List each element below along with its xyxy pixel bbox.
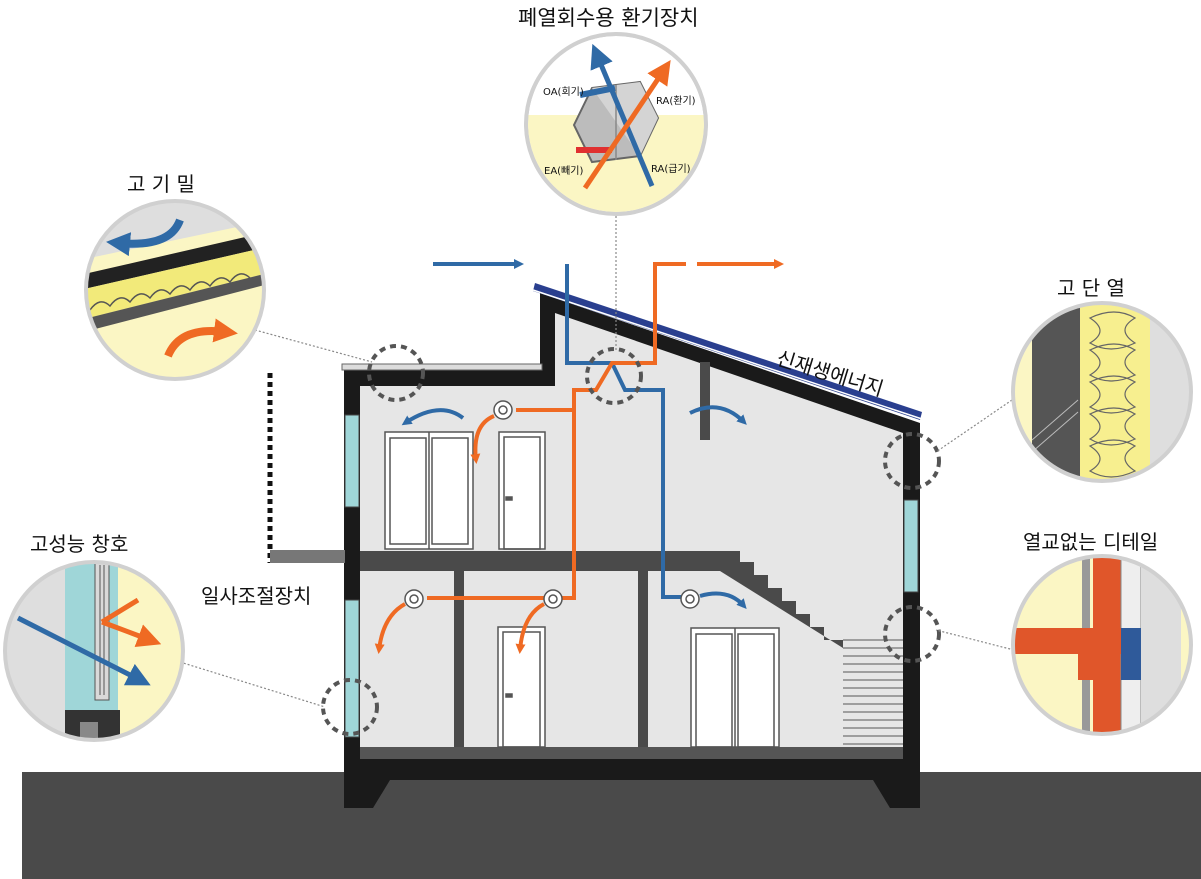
hrv-title: 폐열회수용 환기장치 (518, 6, 699, 30)
flat-roof-edge (341, 363, 543, 371)
hrv-label-ra-return: RA(환기) (656, 96, 696, 107)
shading-label: 일사조절장치 (201, 584, 312, 608)
floor-slab (360, 551, 730, 571)
supply-duct (433, 259, 683, 599)
exhaust-duct (427, 259, 784, 600)
leader-line (179, 212, 1015, 708)
thermal-bridge-label: 열교없는 디테일 (1023, 530, 1159, 554)
shading-arm (270, 550, 345, 563)
window-right (903, 499, 919, 593)
partition-wall (454, 571, 464, 747)
window-left-upper (344, 414, 360, 508)
interior-window (690, 627, 780, 748)
airtight-detail (84, 199, 266, 381)
hrv-label-ra-supply: RA(급기) (651, 164, 691, 175)
airtight-label: 고 기 밀 (127, 172, 195, 196)
insulation-label: 고 단 열 (1057, 276, 1125, 300)
thermal-bridge-detail (1011, 554, 1193, 736)
staircase (720, 551, 843, 648)
insulation-detail (1011, 301, 1193, 483)
foundation (360, 747, 903, 759)
ground (22, 772, 1201, 879)
interior-door (498, 431, 546, 550)
airflow-arrow (374, 405, 747, 654)
interior-window (384, 431, 474, 550)
stair-lines (843, 639, 903, 745)
solar-panel (533, 283, 922, 420)
detail-marker (321, 344, 941, 736)
window-detail (3, 560, 185, 742)
windows-label: 고성능 창호 (30, 532, 129, 556)
hrv-label-ea: EA(빼기) (544, 166, 584, 177)
partition-wall (700, 362, 710, 440)
partition-wall (638, 571, 648, 747)
hrv-detail (524, 32, 708, 216)
hrv-label-oa: OA(회기) (543, 87, 584, 98)
diffuser (404, 400, 700, 609)
window-left-lower (344, 599, 360, 738)
